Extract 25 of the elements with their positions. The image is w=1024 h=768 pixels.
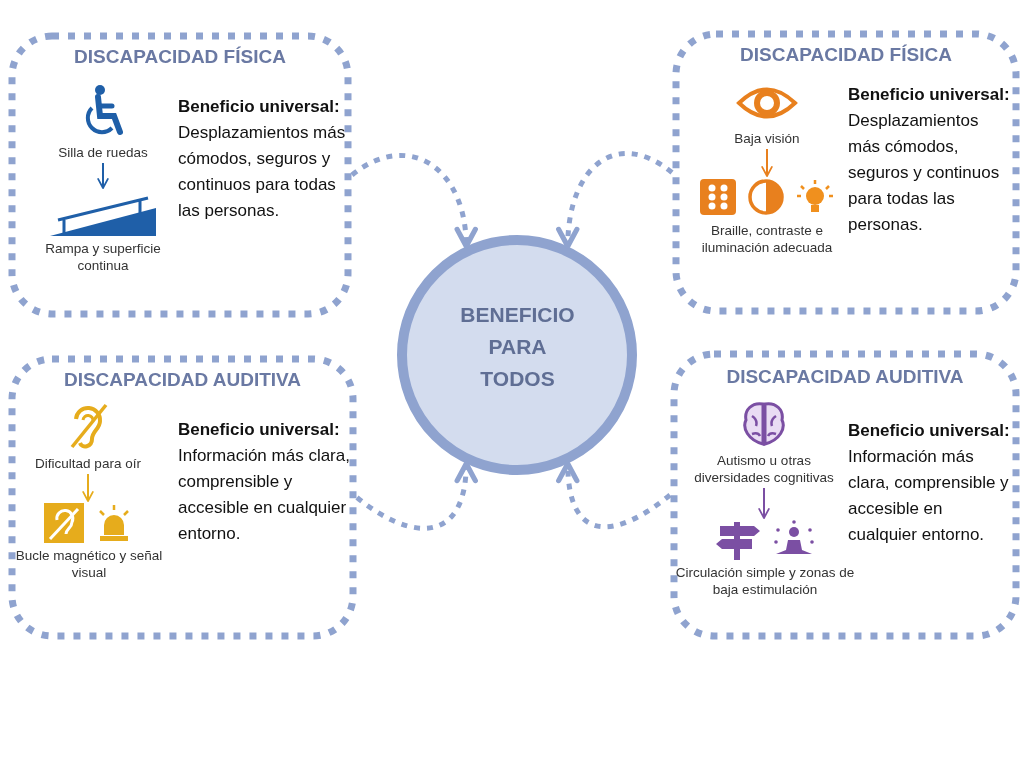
card-title: DISCAPACIDAD FÍSICA: [73, 46, 287, 68]
circle-label: BENEFICIO PARA TODOS: [459, 302, 576, 392]
dashed-arrow: [350, 153, 477, 249]
body-text: Beneficio universal: Información más clara, comprensible y accesible en cualquier entorno.: [178, 419, 350, 545]
icon-caption: Silla de ruedas: [57, 144, 149, 161]
icon-caption: Bucle magnético y señal visual: [14, 547, 164, 581]
body-text: Beneficio universal: Información más clara, comprensible y accesible en cualquier entorno.: [848, 420, 1011, 546]
arrow: [758, 487, 770, 519]
card-title: DISCAPACIDAD AUDITIVA: [62, 369, 303, 391]
icon-caption: Braille, contraste e iluminación adecuada: [700, 222, 834, 256]
icon-caption: Baja visión: [733, 130, 801, 147]
dashed-arrow: [355, 461, 477, 531]
arrow: [82, 473, 94, 502]
icon-caption: Dificultad para oír: [34, 455, 142, 472]
card-title: DISCAPACIDAD FÍSICA: [739, 44, 953, 66]
icon-caption: Circulación simple y zonas de baja estimulación: [674, 564, 856, 598]
dashed-arrow: [556, 151, 674, 249]
dashed-arrow: [556, 461, 672, 530]
card-title: DISCAPACIDAD AUDITIVA: [725, 366, 965, 388]
icon-caption: Autismo u otras diversidades cognitivas: [693, 452, 835, 486]
arrow: [97, 162, 109, 189]
body-text: Beneficio universal: Desplazamientos más cómodos, seguros y continuos para todas las personas.: [848, 84, 1011, 236]
icon-caption: Rampa y superficie continua: [44, 240, 162, 274]
arrow: [761, 148, 773, 177]
body-text: Beneficio universal: Desplazamientos más cómodos, seguros y continuos para todas las personas.: [178, 96, 347, 222]
